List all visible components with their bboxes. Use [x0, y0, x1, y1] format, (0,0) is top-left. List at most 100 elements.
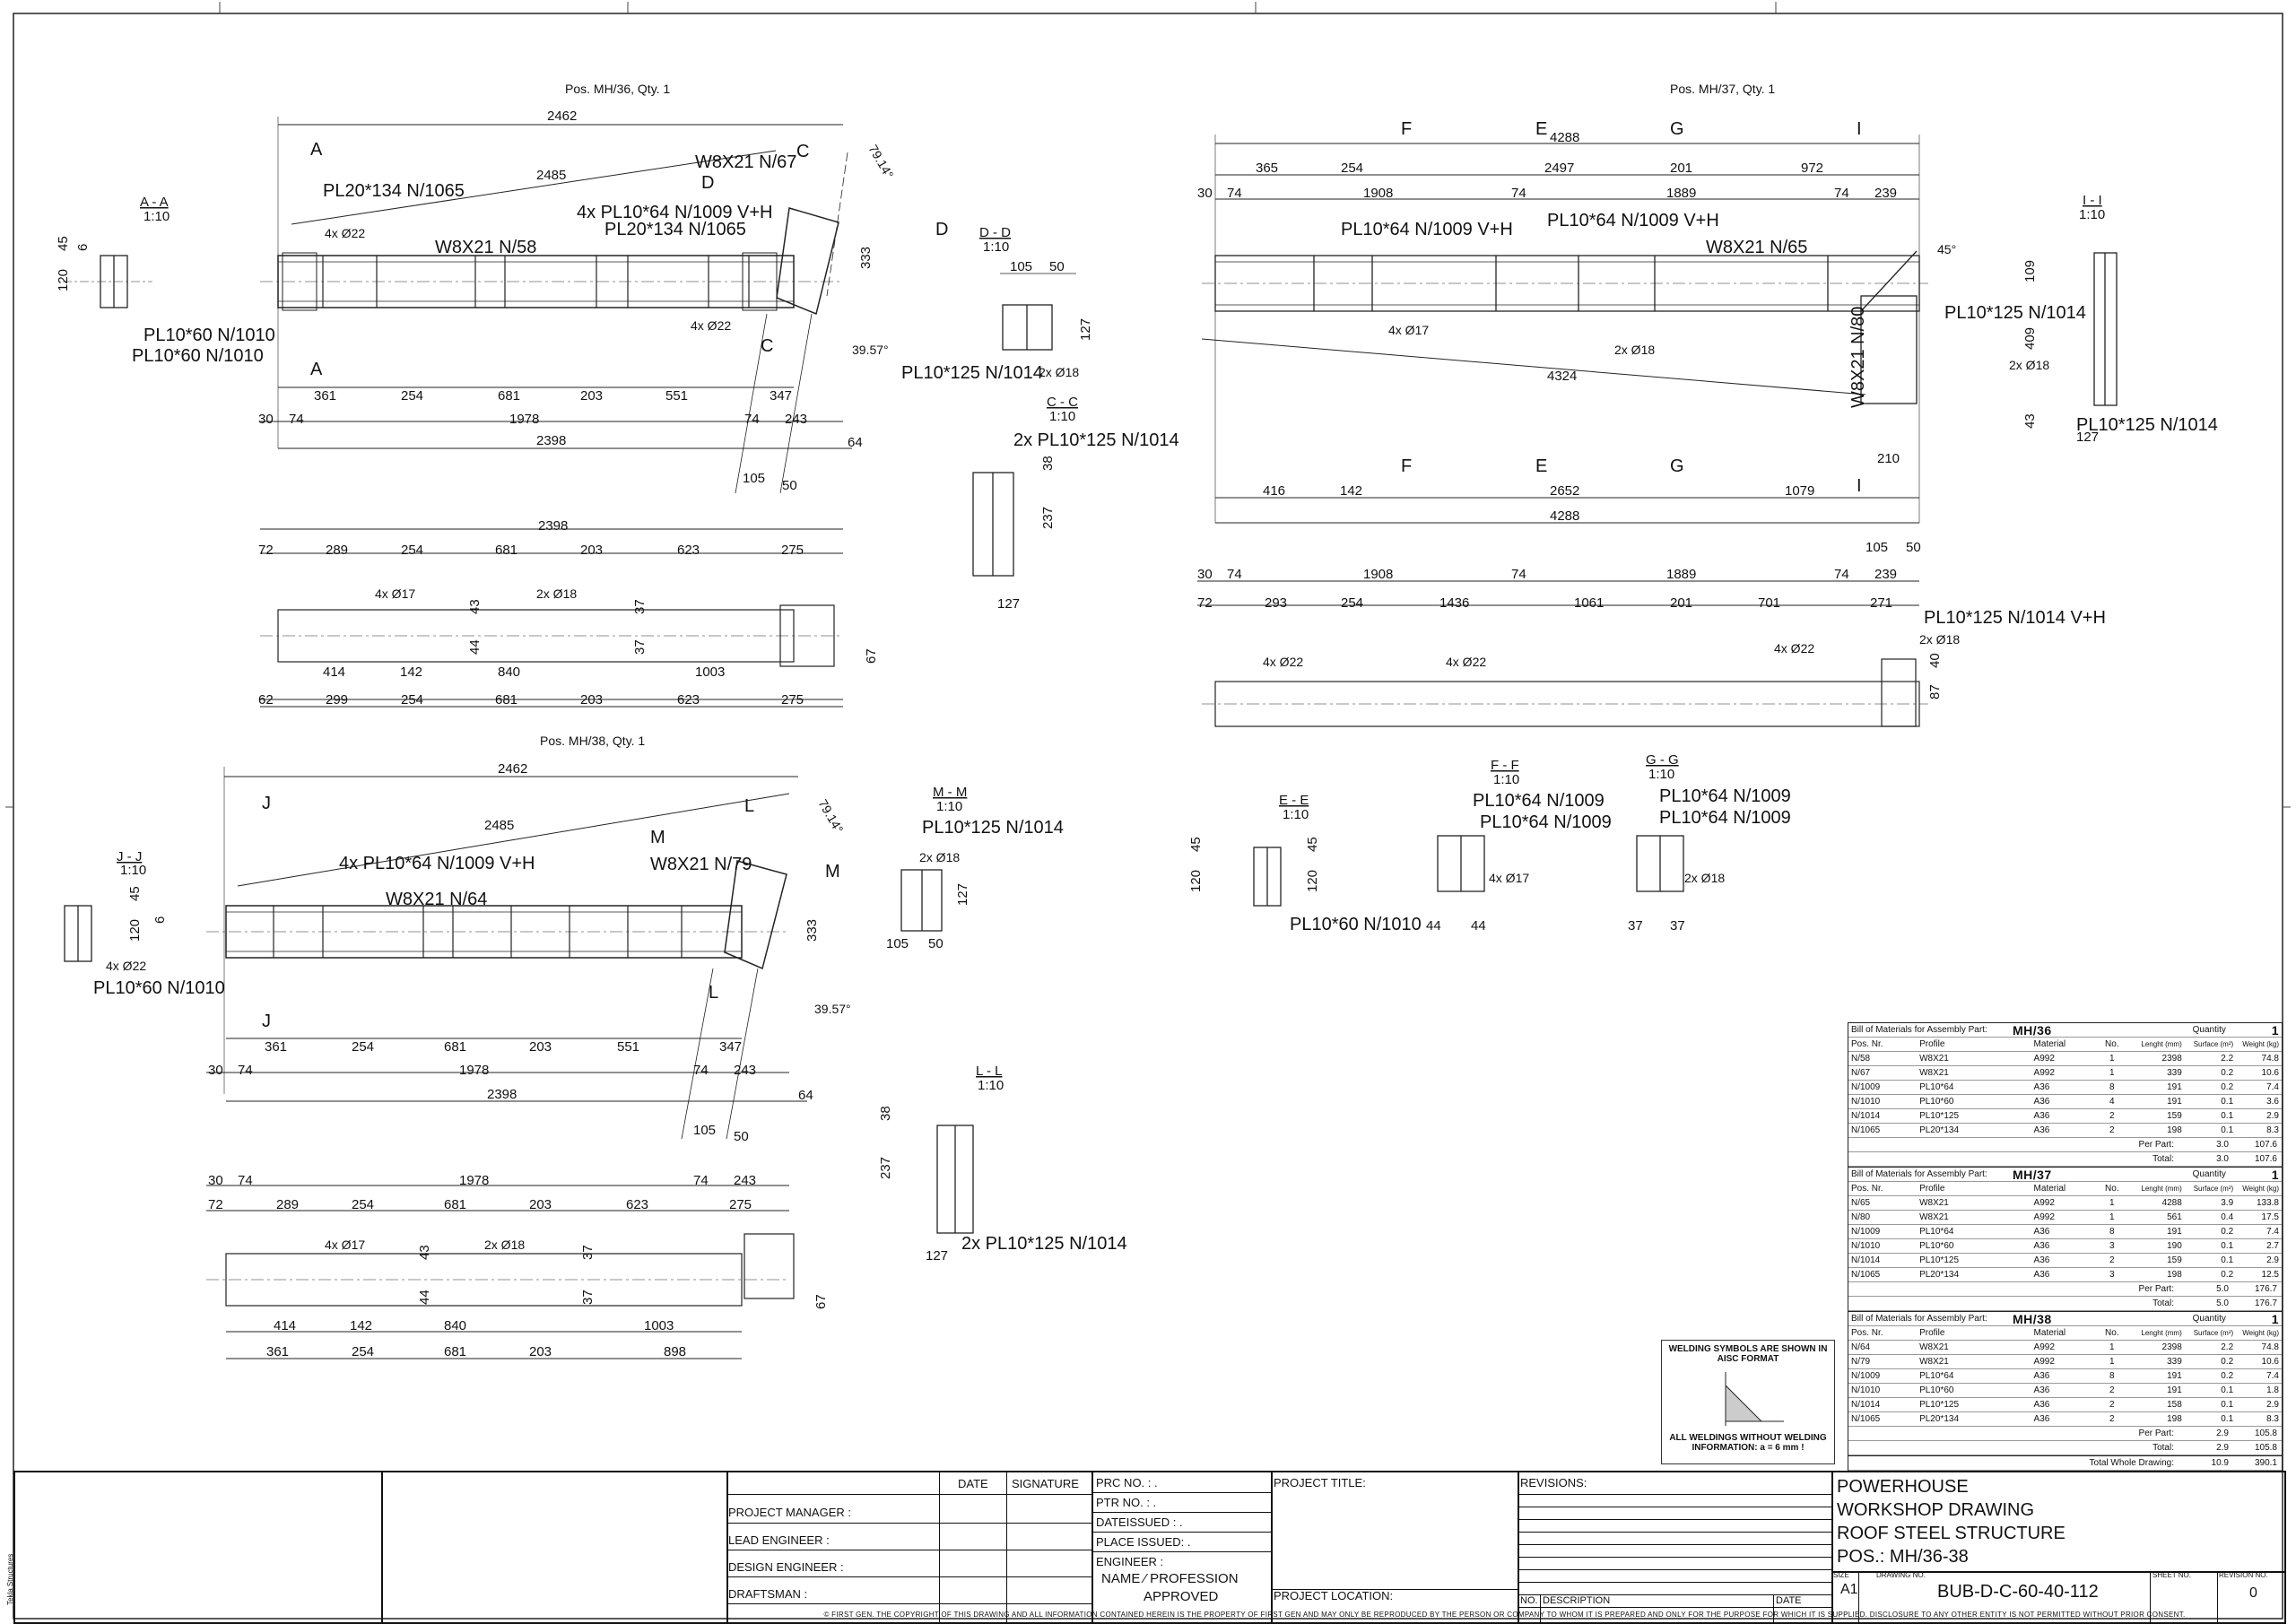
tb-date-issued: DATEISSUED : . [1096, 1515, 1183, 1529]
dim-347b: 347 [719, 1039, 742, 1055]
bom-cell: W8X21 [1919, 1054, 1949, 1064]
tb-signature-label: SIGNATURE [1012, 1477, 1079, 1490]
bom-col-header: Lenght (mm) [2141, 1185, 2182, 1193]
bom-cell: 159 [2167, 1111, 2182, 1121]
bom-title: Bill of Materials for Assembly Part: [1851, 1169, 1987, 1179]
dim-127b: 127 [997, 596, 1020, 612]
dim-237: 237 [1040, 507, 1056, 529]
bom-cell: 0.2 [2221, 1227, 2234, 1237]
dim-6: 6 [75, 244, 91, 251]
dim-74b: 74 [744, 412, 760, 427]
bom-total-label: Total: [2152, 1154, 2174, 1164]
bom-cell: 0.2 [2221, 1357, 2234, 1367]
tb-rev-no: NO. [1520, 1595, 1538, 1606]
dim-414b: 414 [274, 1318, 296, 1333]
tb-draftsman: DRAFTSMAN : [728, 1587, 808, 1601]
dim-289: 289 [326, 543, 348, 558]
bom-cell: 8 [2109, 1227, 2115, 1237]
dim-254f: 254 [352, 1039, 374, 1055]
dim-365: 365 [1256, 161, 1278, 176]
label-d17: 4x Ø17 [375, 586, 415, 601]
dim-237b: 237 [878, 1157, 893, 1179]
bom-cell: 3.9 [2221, 1198, 2234, 1208]
bom-per-part-label: Per Part: [2138, 1284, 2174, 1294]
bom-col-header: Weight (kg) [2242, 1040, 2279, 1048]
dim-45b: 45 [1188, 837, 1204, 852]
bom-cell: N/1009 [1851, 1227, 1881, 1237]
bom-col-header: Pos. Nr. [1851, 1184, 1883, 1194]
tb-revision-no-label: REVISION NO. [2219, 1571, 2268, 1579]
bom-whole-surface: 10.9 [2211, 1458, 2229, 1468]
bom-col-header: Profile [1919, 1039, 1945, 1049]
dim-120b: 120 [1188, 870, 1204, 892]
dim-6b: 6 [152, 916, 168, 924]
sec-mark-c: C [796, 142, 809, 161]
bom-cell: N/1010 [1851, 1241, 1881, 1251]
bom-cell: 2 [2109, 1255, 2115, 1265]
sec-mark-e2: E [1535, 456, 1547, 476]
bom-cell: 0.4 [2221, 1212, 2234, 1222]
bom-cell: 2.9 [2266, 1400, 2279, 1410]
dim-1978: 1978 [509, 412, 539, 427]
dim-45c: 45 [1305, 837, 1320, 852]
bom-cell: 0.1 [2221, 1241, 2234, 1251]
label-d22e: 4x Ø22 [1774, 641, 1814, 656]
dim-275c: 275 [729, 1197, 752, 1212]
dim-275: 275 [781, 543, 804, 558]
label-2x-pl10-1014b: 2x PL10*125 N/1014 [961, 1234, 1127, 1254]
label-angle-79: 79.14° [865, 143, 896, 181]
dim-50: 50 [782, 478, 797, 493]
bom-cell: N/1065 [1851, 1125, 1881, 1135]
dim-74d: 74 [1511, 186, 1526, 201]
dim-44b: 44 [1426, 918, 1441, 934]
label-angle-45: 45° [1937, 242, 1956, 256]
bom-cell: PL10*125 [1919, 1255, 1960, 1265]
section-aa: A - A 1:10 45 6 120 PL10*60 N/1010 PL10*… [56, 195, 275, 366]
bom-title: Bill of Materials for Assembly Part: [1851, 1025, 1987, 1035]
bom-cell: PL10*64 [1919, 1371, 1954, 1381]
bom-cell: 339 [2167, 1357, 2182, 1367]
sec-mark-i: I [1857, 119, 1862, 139]
bom-cell: A36 [2033, 1111, 2050, 1121]
dim-1061: 1061 [1574, 595, 1604, 611]
bom-cell: W8X21 [1919, 1342, 1949, 1352]
dim-210: 210 [1877, 451, 1900, 466]
tb-project-manager: PROJECT MANAGER : [728, 1506, 852, 1519]
label-w8-79: W8X21 N/79 [650, 855, 752, 874]
sec-mark-m2: M [825, 862, 840, 881]
sec-cc-scale: 1:10 [1049, 409, 1075, 424]
dim-37d: 37 [1670, 918, 1685, 934]
label-pl10-1009d: PL10*64 N/1009 [1659, 808, 1791, 828]
bom-col-header: Material [2033, 1039, 2066, 1049]
bom-cell: 74.8 [2261, 1054, 2279, 1064]
dim-62: 62 [258, 692, 274, 708]
label-angle-39b: 39.57° [814, 1002, 851, 1016]
bom-title: Bill of Materials for Assembly Part: [1851, 1314, 1987, 1324]
tb-place-issued: PLACE ISSUED: . [1096, 1535, 1191, 1549]
bom-part: MH/37 [2012, 1167, 2052, 1182]
label-d17b: 4x Ø17 [1388, 323, 1429, 337]
dim-37b: 37 [632, 639, 648, 655]
dim-254e: 254 [1341, 595, 1363, 611]
tb-engineer: ENGINEER : [1096, 1555, 1164, 1568]
tb-sheet-no-label: SHEET NO. [2152, 1571, 2191, 1579]
label-pl10-1014b: PL10*125 N/1014 [1944, 303, 2086, 323]
dim-74k: 74 [238, 1173, 253, 1188]
bom-cell: A992 [2033, 1198, 2055, 1208]
tb-ptr-no: PTR NO. : . [1096, 1496, 1157, 1509]
dim-203c: 203 [580, 692, 603, 708]
bom-cell: 198 [2167, 1414, 2182, 1424]
bom-part: MH/38 [2012, 1311, 2052, 1326]
dim-840: 840 [498, 664, 520, 680]
mh37-elevation: Pos. MH/37, Qty. 1 4288 365 254 2497 201… [1197, 82, 1956, 524]
dim-105d: 105 [693, 1123, 716, 1138]
bom-cell: 191 [2167, 1385, 2182, 1395]
bom-cell: A36 [2033, 1400, 2050, 1410]
bom-cell: 1 [2109, 1342, 2115, 1352]
